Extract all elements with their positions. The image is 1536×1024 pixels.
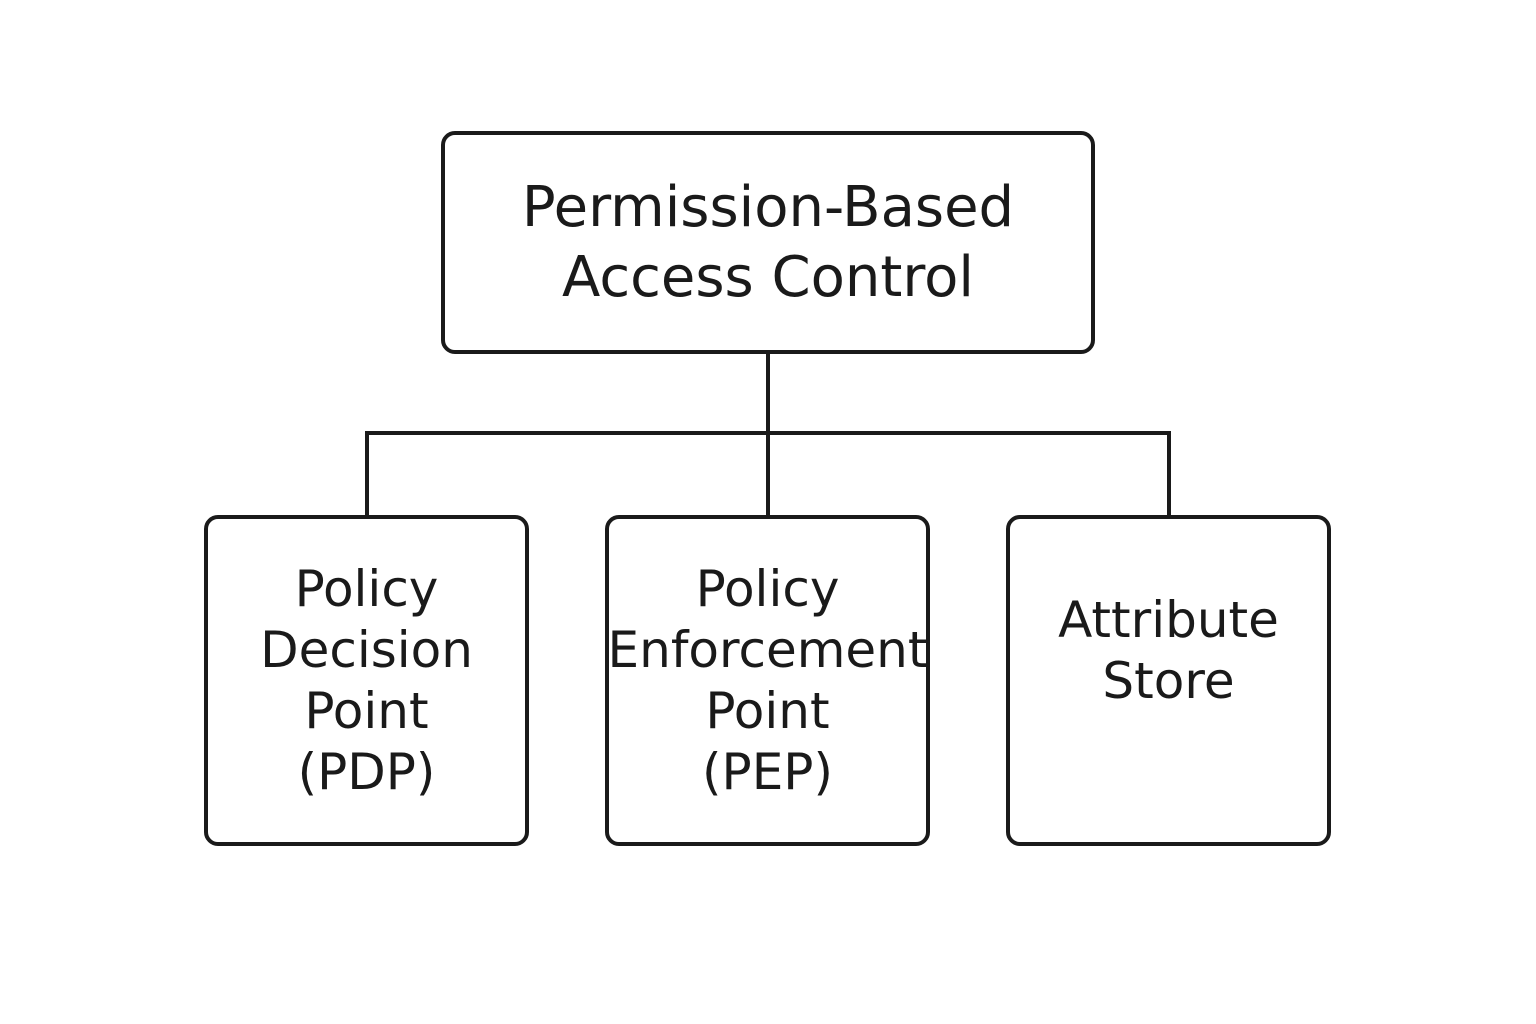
attribute-store-node: Attribute Store <box>1006 515 1331 846</box>
root-label-line: Access Control <box>562 244 974 310</box>
pdp-label: Policy Decision Point (PDP) <box>260 559 473 803</box>
root-label-line: Permission-Based <box>521 174 1015 240</box>
pdp-label-line: (PDP) <box>297 742 436 801</box>
pep-label-line: Enforcement <box>607 620 928 679</box>
pdp-node: Policy Decision Point (PDP) <box>204 515 529 846</box>
pep-label: Policy Enforcement Point (PEP) <box>608 559 928 803</box>
attribute-store-label-line: Attribute <box>1058 590 1279 649</box>
attribute-store-label-line: Store <box>1102 651 1235 710</box>
pdp-label-line: Decision <box>260 620 473 679</box>
pep-label-line: (PEP) <box>702 742 833 801</box>
attribute-store-label: Attribute Store <box>1058 590 1279 712</box>
pep-label-line: Point <box>705 681 830 740</box>
pep-node: Policy Enforcement Point (PEP) <box>605 515 930 846</box>
root-node: Permission-Based Access Control <box>441 131 1095 354</box>
pdp-label-line: Point <box>304 681 429 740</box>
pep-label-line: Policy <box>695 559 840 618</box>
root-label: Permission-Based Access Control <box>522 173 1014 313</box>
pdp-label-line: Policy <box>294 559 439 618</box>
